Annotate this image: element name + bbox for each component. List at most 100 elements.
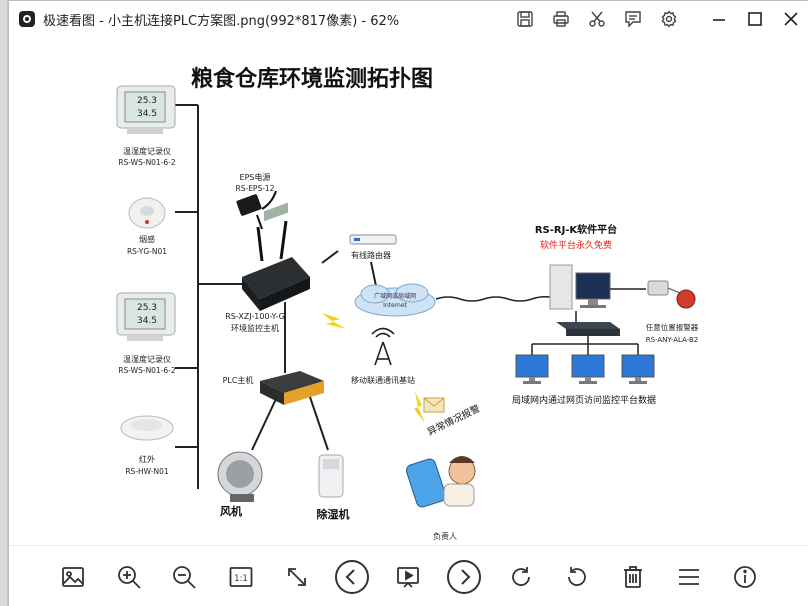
base-station-tower bbox=[371, 327, 395, 366]
actual-size-icon: 1:1 bbox=[229, 567, 253, 587]
eps-power-adapter bbox=[236, 190, 277, 230]
platform-server bbox=[549, 264, 611, 310]
cut-button[interactable] bbox=[579, 1, 615, 37]
router-name: 有线路由器 bbox=[351, 250, 391, 260]
rotate-left-icon bbox=[568, 567, 586, 586]
zoom-in-icon bbox=[118, 566, 141, 589]
previous-image-button[interactable] bbox=[335, 560, 369, 594]
smoke-name: 烟感 bbox=[139, 234, 155, 244]
delete-icon bbox=[624, 566, 642, 588]
slideshow-icon bbox=[397, 567, 419, 588]
thermo1-display-bottom: 34.5 bbox=[137, 109, 157, 119]
open-image-button[interactable] bbox=[56, 560, 90, 594]
thermo2-display-top: 25.3 bbox=[137, 303, 157, 313]
responsible-person bbox=[405, 456, 476, 508]
maximize-icon bbox=[748, 12, 762, 26]
print-button[interactable] bbox=[543, 1, 579, 37]
thermo2-name: 温湿度记录仪 bbox=[123, 354, 171, 364]
lan-pc-3 bbox=[621, 354, 655, 384]
lightning-bolt-2 bbox=[414, 392, 425, 423]
image-icon bbox=[62, 567, 84, 587]
dehumidifier-device bbox=[318, 454, 344, 498]
fit-window-button[interactable] bbox=[280, 560, 314, 594]
thermo1-name: 温湿度记录仪 bbox=[123, 146, 171, 156]
next-image-button[interactable] bbox=[447, 560, 481, 594]
internet-line1: 广域网或局域网 bbox=[374, 292, 416, 300]
image-viewer-window: 极速看图 - 小主机连接PLC方案图.png(992*817像素) - 62% bbox=[8, 0, 808, 606]
eps-model: RS-EPS-12 bbox=[236, 184, 275, 193]
slideshow-button[interactable] bbox=[391, 560, 425, 594]
wired-router bbox=[349, 234, 397, 245]
fan-name: 风机 bbox=[220, 504, 242, 518]
dehumidifier-name: 除湿机 bbox=[317, 507, 350, 521]
lan-pc-1 bbox=[515, 354, 549, 384]
zoom-out-button[interactable] bbox=[167, 560, 201, 594]
thermo1-model: RS-WS-N01-6-2 bbox=[118, 158, 176, 167]
rotate-left-button[interactable] bbox=[560, 560, 594, 594]
rotate-right-button[interactable] bbox=[504, 560, 538, 594]
fan-device bbox=[217, 451, 263, 502]
rotate-right-icon bbox=[512, 567, 530, 586]
minimize-icon bbox=[713, 19, 725, 21]
menu-icon bbox=[679, 569, 699, 585]
host-router-link bbox=[321, 250, 339, 264]
internet-cloud bbox=[354, 283, 436, 317]
app-logo-icon bbox=[19, 11, 35, 27]
desktop-edge bbox=[0, 0, 8, 606]
image-canvas[interactable]: 粮食仓库环境监测拓扑图 25.3 34.5 bbox=[9, 37, 808, 545]
lan-lines bbox=[531, 336, 639, 355]
comment-icon bbox=[625, 11, 641, 28]
ir-name: 红外 bbox=[139, 454, 155, 464]
actual-size-button[interactable]: 1:1 bbox=[224, 560, 258, 594]
alarm-device-name: 任意位置报警器 bbox=[646, 322, 699, 332]
thermo2-model: RS-WS-N01-6-2 bbox=[118, 366, 176, 375]
sensor-bus-lines bbox=[175, 104, 248, 489]
thermo-hygrometer-1: 25.3 34.5 bbox=[116, 85, 176, 134]
cut-icon bbox=[589, 11, 605, 27]
delete-button[interactable] bbox=[616, 560, 650, 594]
close-button[interactable] bbox=[773, 1, 808, 37]
base-station-name: 移动联通通讯基站 bbox=[351, 375, 415, 385]
thermo-hygrometer-2: 25.3 34.5 bbox=[116, 292, 176, 341]
platform-title: RS-RJ-K软件平台 bbox=[535, 223, 617, 236]
host-name: 环境监控主机 bbox=[231, 323, 279, 333]
displayed-image[interactable]: 粮食仓库环境监测拓扑图 25.3 34.5 bbox=[100, 37, 718, 545]
zoom-out-icon bbox=[173, 566, 196, 589]
settings-button[interactable] bbox=[651, 1, 687, 37]
fit-window-icon bbox=[288, 568, 306, 586]
more-menu-button[interactable] bbox=[672, 560, 706, 594]
image-info-button[interactable] bbox=[728, 560, 762, 594]
settings-icon bbox=[661, 10, 677, 28]
previous-icon bbox=[345, 569, 355, 585]
infrared-sensor bbox=[120, 415, 174, 441]
network-switch bbox=[556, 322, 620, 336]
ir-model: RS-HW-N01 bbox=[125, 467, 169, 476]
eps-name: EPS电源 bbox=[240, 172, 271, 182]
alarm-device-model: RS-ANY-ALA-B2 bbox=[646, 336, 699, 344]
plc-dehumidifier-link bbox=[309, 396, 329, 451]
info-icon bbox=[734, 566, 756, 588]
lan-pc-2 bbox=[571, 354, 605, 384]
title-bar[interactable]: 极速看图 - 小主机连接PLC方案图.png(992*817像素) - 62% bbox=[9, 1, 808, 37]
minimize-button[interactable] bbox=[701, 1, 737, 37]
host-model: RS-XZJ-100-Y-G bbox=[225, 312, 285, 321]
plc-host-device bbox=[260, 371, 324, 405]
plc-name: PLC主机 bbox=[223, 375, 254, 385]
smoke-detector bbox=[128, 197, 166, 229]
lightning-bolt-1 bbox=[322, 313, 346, 329]
window-title: 极速看图 - 小主机连接PLC方案图.png(992*817像素) - 62% bbox=[43, 13, 400, 29]
save-button[interactable] bbox=[507, 1, 543, 37]
thermo1-display-top: 25.3 bbox=[137, 96, 157, 106]
actual-size-label: 1:1 bbox=[234, 574, 248, 584]
zoom-in-button[interactable] bbox=[112, 560, 146, 594]
router-cloud-link bbox=[370, 261, 377, 287]
bottom-toolbar: 1:1 bbox=[9, 545, 808, 606]
print-icon bbox=[553, 11, 569, 27]
environment-monitor-host bbox=[242, 202, 310, 311]
platform-subtitle: 软件平台永久免费 bbox=[540, 239, 612, 251]
next-icon bbox=[461, 569, 471, 585]
cloud-server-link bbox=[435, 296, 551, 302]
comment-button[interactable] bbox=[615, 1, 651, 37]
maximize-button[interactable] bbox=[737, 1, 773, 37]
